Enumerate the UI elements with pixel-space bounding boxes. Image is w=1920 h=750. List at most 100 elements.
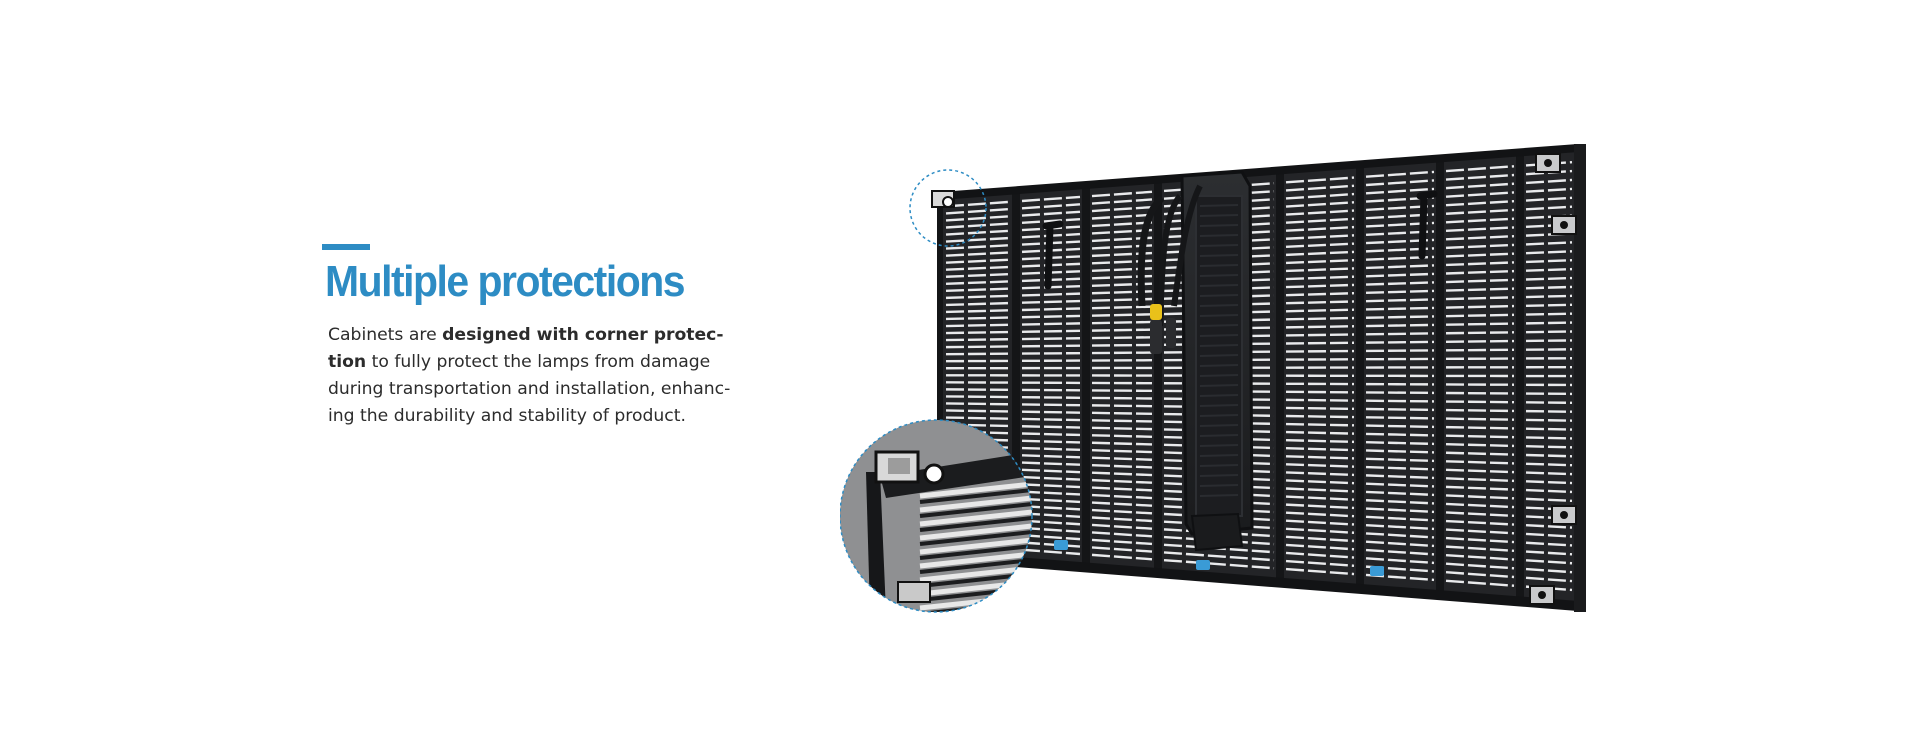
- led-slat: [1445, 417, 1515, 421]
- led-slat: [1445, 278, 1515, 284]
- led-slat: [1445, 502, 1515, 509]
- led-slat: [1525, 205, 1573, 211]
- led-slat: [1285, 511, 1355, 518]
- led-slat: [1525, 445, 1573, 449]
- led-slat: [1525, 276, 1573, 281]
- led-slat: [945, 301, 1011, 307]
- yellow-connector-icon: [1150, 304, 1162, 320]
- lock-bolt: [1538, 591, 1546, 599]
- led-slat: [945, 345, 1011, 349]
- handle: [1042, 220, 1064, 290]
- led-slat: [1285, 414, 1355, 419]
- led-slat: [1525, 321, 1573, 325]
- led-slat: [1445, 313, 1515, 318]
- led-slat: [1285, 463, 1355, 468]
- led-slat: [1285, 209, 1355, 216]
- led-slat: [1021, 410, 1081, 414]
- led-slat: [945, 338, 1011, 342]
- led-slat: [1285, 201, 1355, 208]
- led-slat: [1365, 557, 1435, 565]
- led-slat: [1021, 417, 1081, 422]
- led-slat: [1091, 313, 1153, 317]
- detail-slat: [919, 509, 1032, 527]
- led-slat: [1021, 475, 1081, 481]
- led-slat: [1365, 399, 1435, 403]
- led-slat: [1445, 304, 1515, 309]
- led-slat: [1285, 527, 1355, 534]
- led-slat: [1525, 559, 1573, 565]
- blue-connector-icon: [1054, 540, 1068, 550]
- led-slat: [1285, 519, 1355, 526]
- led-slat: [1445, 322, 1515, 326]
- led-slat: [1285, 447, 1355, 452]
- led-slat: [1285, 184, 1355, 192]
- led-slat: [1445, 519, 1515, 526]
- led-slat: [1021, 490, 1081, 496]
- led-slat: [1021, 299, 1081, 304]
- detail-slat-shadow: [919, 530, 1032, 546]
- led-slat: [1285, 325, 1355, 329]
- corner-locks: [1529, 153, 1577, 605]
- frame-right-side: [1574, 144, 1586, 612]
- led-slat: [1525, 418, 1573, 422]
- box-rib: [1199, 344, 1239, 347]
- led-slat: [945, 280, 1011, 285]
- led-slat: [945, 287, 1011, 293]
- section-description: Cabinets are designed with corner protec…: [328, 322, 748, 430]
- led-slat: [1091, 320, 1153, 325]
- led-slat: [1365, 407, 1435, 412]
- led-slat: [1445, 443, 1515, 448]
- led-slat: [1091, 449, 1153, 454]
- corner-detail-magnifier: [840, 419, 1033, 613]
- led-slat: [1021, 548, 1081, 556]
- led-slat: [1021, 344, 1081, 348]
- heading-accent-bar: [322, 244, 370, 250]
- led-slat: [1525, 576, 1573, 583]
- led-slat: [1445, 511, 1515, 518]
- led-slat: [1091, 411, 1153, 416]
- led-slat: [1091, 426, 1153, 431]
- detail-slat-shadow: [919, 488, 1032, 504]
- led-slat: [1285, 398, 1355, 402]
- led-slat: [1163, 558, 1275, 570]
- led-slat: [1445, 425, 1515, 430]
- led-slat: [1445, 234, 1515, 241]
- box-rib: [1199, 454, 1239, 457]
- led-slat: [1021, 337, 1081, 341]
- led-slat: [1091, 523, 1153, 530]
- led-slat: [1021, 504, 1081, 511]
- led-slat: [945, 244, 1011, 250]
- led-slat: [945, 294, 1011, 300]
- detail-slat: [919, 537, 1032, 555]
- led-slat: [1285, 543, 1355, 551]
- led-slat: [1525, 436, 1573, 440]
- led-slat: [1365, 507, 1435, 514]
- led-slat: [1445, 408, 1515, 413]
- led-slat: [1525, 532, 1573, 538]
- led-slat: [1445, 261, 1515, 267]
- led-slat: [1285, 316, 1355, 321]
- box-rib: [1199, 464, 1239, 467]
- led-slat: [1091, 205, 1153, 213]
- led-slat: [1365, 482, 1435, 488]
- box-rib: [1199, 234, 1239, 237]
- description-line-4: ing the durability and stability of prod…: [328, 403, 748, 430]
- led-slat: [1365, 449, 1435, 454]
- detail-slat-shadow: [919, 502, 1032, 518]
- led-slat: [1365, 323, 1435, 328]
- led-slat: [1285, 567, 1355, 576]
- led-slat: [945, 416, 1011, 420]
- led-slat: [1091, 508, 1153, 515]
- led-slat: [1091, 190, 1153, 198]
- corner-callout-small: [909, 169, 987, 247]
- led-slat: [1525, 303, 1573, 308]
- led-slat: [1285, 308, 1355, 313]
- led-slat: [1445, 536, 1515, 544]
- led-slat: [1285, 406, 1355, 411]
- led-slat: [945, 272, 1011, 278]
- box-rib: [1199, 334, 1239, 337]
- led-slat: [1365, 264, 1435, 270]
- led-slat: [1445, 545, 1515, 552]
- led-slat: [1445, 485, 1515, 491]
- led-slat: [1021, 195, 1081, 203]
